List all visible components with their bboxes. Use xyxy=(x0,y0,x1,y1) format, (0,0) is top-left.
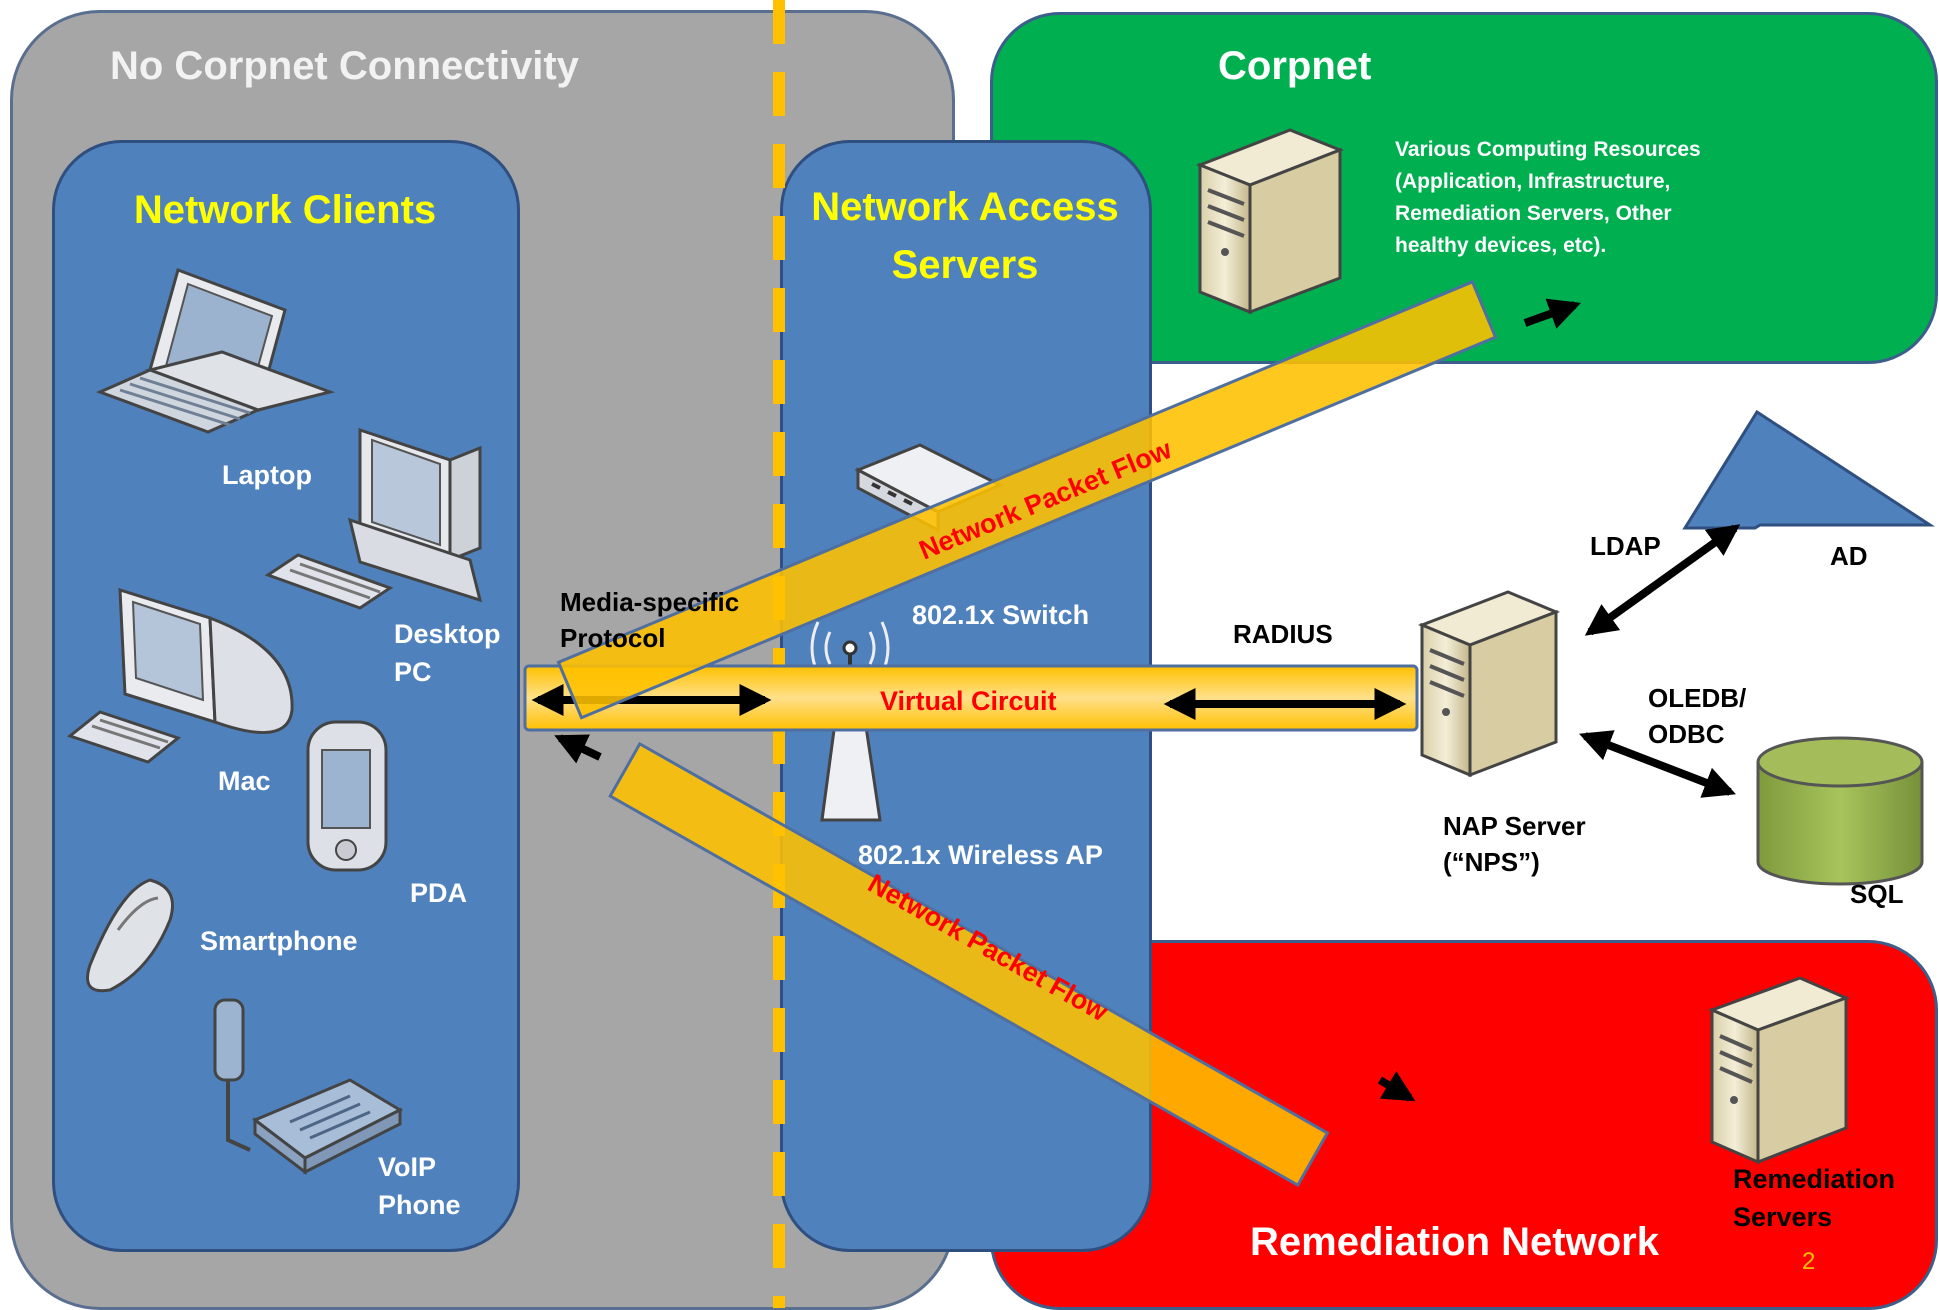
corpnet-server-icon xyxy=(1195,128,1345,315)
oledb-label-line1: OLEDB/ xyxy=(1648,683,1747,713)
remediation-label-line1: Remediation xyxy=(1733,1164,1896,1194)
voip-label-line2: Phone xyxy=(378,1190,461,1220)
remediation-network-title: Remediation Network xyxy=(1250,1220,1659,1264)
desktop-pc-label: Desktop PC xyxy=(394,615,501,691)
smartphone-label: Smartphone xyxy=(200,926,358,956)
sql-database-icon xyxy=(1756,736,1924,886)
mac-label: Mac xyxy=(218,766,271,796)
resources-line4: healthy devices, etc). xyxy=(1395,234,1607,257)
packet-flow-band-lower xyxy=(608,741,1330,1188)
corpnet-resources-text: Various Computing Resources (Application… xyxy=(1395,134,1701,262)
remediation-server-icon xyxy=(1707,976,1851,1165)
nas-title-line1: Network Access xyxy=(811,185,1119,229)
smartphone-icon xyxy=(86,878,174,993)
no-corpnet-title: No Corpnet Connectivity xyxy=(110,44,579,88)
laptop-icon xyxy=(96,268,336,434)
wireless-ap-label: 802.1x Wireless AP xyxy=(858,840,1103,870)
nas-title-line2: Servers xyxy=(891,243,1039,287)
laptop-label: Laptop xyxy=(222,460,312,490)
network-clients-title: Network Clients xyxy=(133,188,437,232)
nap-label-line1: NAP Server xyxy=(1443,811,1586,841)
media-label-line2: Protocol xyxy=(560,623,666,653)
resources-line3: Remediation Servers, Other xyxy=(1395,202,1672,225)
pda-icon xyxy=(306,720,388,872)
virtual-circuit-label: Virtual Circuit xyxy=(880,686,1057,716)
mac-icon xyxy=(66,587,294,764)
resources-line1: Various Computing Resources xyxy=(1395,138,1701,161)
voip-phone-label: VoIP Phone xyxy=(378,1148,461,1224)
voip-label-line1: VoIP xyxy=(378,1152,437,1182)
remediation-label-line2: Servers xyxy=(1733,1202,1833,1232)
voip-phone-icon xyxy=(213,998,404,1176)
packet-flow-band-upper xyxy=(556,279,1498,720)
pda-label: PDA xyxy=(410,878,468,908)
nap-server-label: NAP Server (“NPS”) xyxy=(1443,808,1586,880)
desktop-pc-icon xyxy=(264,427,483,610)
network-access-servers-title: Network Access Servers xyxy=(790,178,1140,294)
oledb-label-line2: ODBC xyxy=(1648,719,1725,749)
radius-label: RADIUS xyxy=(1233,619,1333,649)
resources-line2: (Application, Infrastructure, xyxy=(1395,170,1671,193)
ad-label: AD xyxy=(1830,541,1868,571)
oledb-odbc-label: OLEDB/ ODBC xyxy=(1648,680,1746,752)
desktop-label-line1: Desktop xyxy=(394,619,501,649)
nap-server-icon xyxy=(1417,590,1561,778)
desktop-label-line2: PC xyxy=(394,657,432,687)
connectivity-divider xyxy=(773,0,785,1308)
ad-triangle-icon xyxy=(1682,409,1936,530)
media-protocol-label: Media-specific Protocol xyxy=(560,584,739,656)
sql-label: SQL xyxy=(1850,879,1904,909)
ldap-label: LDAP xyxy=(1590,531,1661,561)
corpnet-title: Corpnet xyxy=(1218,44,1372,88)
media-label-line1: Media-specific xyxy=(560,587,740,617)
nap-label-line2: (“NPS”) xyxy=(1443,847,1540,877)
page-number: 2 xyxy=(1802,1248,1816,1275)
remediation-servers-label: Remediation Servers xyxy=(1733,1160,1895,1236)
switch-label: 802.1x Switch xyxy=(912,600,1090,630)
